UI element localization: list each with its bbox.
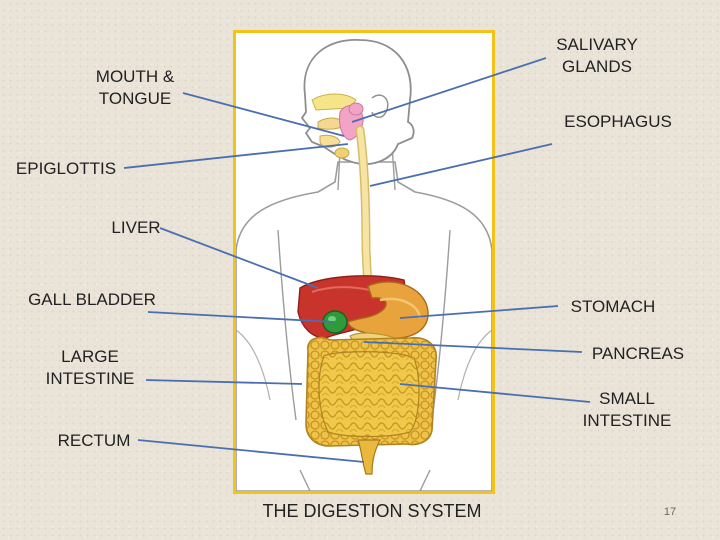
label-large-intestine: LARGE INTESTINE — [45, 347, 135, 388]
label-liver: LIVER — [111, 218, 161, 237]
diagram-caption: THE DIGESTION SYSTEM — [262, 501, 482, 521]
label-small-intestine: SMALL INTESTINE — [582, 389, 672, 430]
label-esophagus: ESOPHAGUS — [564, 112, 672, 131]
leader-lines — [123, 57, 591, 463]
label-stomach: STOMACH — [570, 297, 656, 316]
sublingual-gland — [334, 147, 350, 159]
label-pancreas: PANCREAS — [591, 344, 685, 363]
leader-salivary-glands — [351, 57, 547, 123]
leader-epiglottis — [123, 143, 349, 169]
liver-highlight — [311, 286, 371, 293]
stomach-highlight — [379, 297, 422, 319]
rectum — [357, 439, 381, 475]
page-number: 17 — [663, 506, 677, 518]
leader-esophagus — [369, 143, 553, 187]
leader-stomach — [399, 305, 559, 319]
leader-rectum — [137, 439, 365, 463]
label-gall-bladder: GALL BLADDER — [28, 290, 156, 309]
small-intestine — [318, 351, 420, 438]
parotid-gland — [348, 102, 364, 116]
leader-large-intestine — [145, 379, 303, 385]
label-epiglottis: EPIGLOTTIS — [15, 159, 117, 178]
leader-liver — [159, 227, 319, 289]
leader-small-intestine — [399, 383, 591, 403]
stomach — [347, 281, 429, 339]
leader-mouth-tongue — [182, 92, 345, 137]
label-salivary-glands: SALIVARY GLANDS — [556, 35, 638, 76]
gall-bladder-highlight — [328, 316, 336, 322]
leader-pancreas — [363, 341, 583, 353]
label-rectum: RECTUM — [57, 431, 131, 450]
jaw — [319, 134, 341, 148]
esophagus-inner — [357, 127, 371, 291]
label-mouth-tongue: MOUTH & TONGUE — [95, 67, 175, 108]
leader-gall-bladder — [147, 311, 335, 323]
